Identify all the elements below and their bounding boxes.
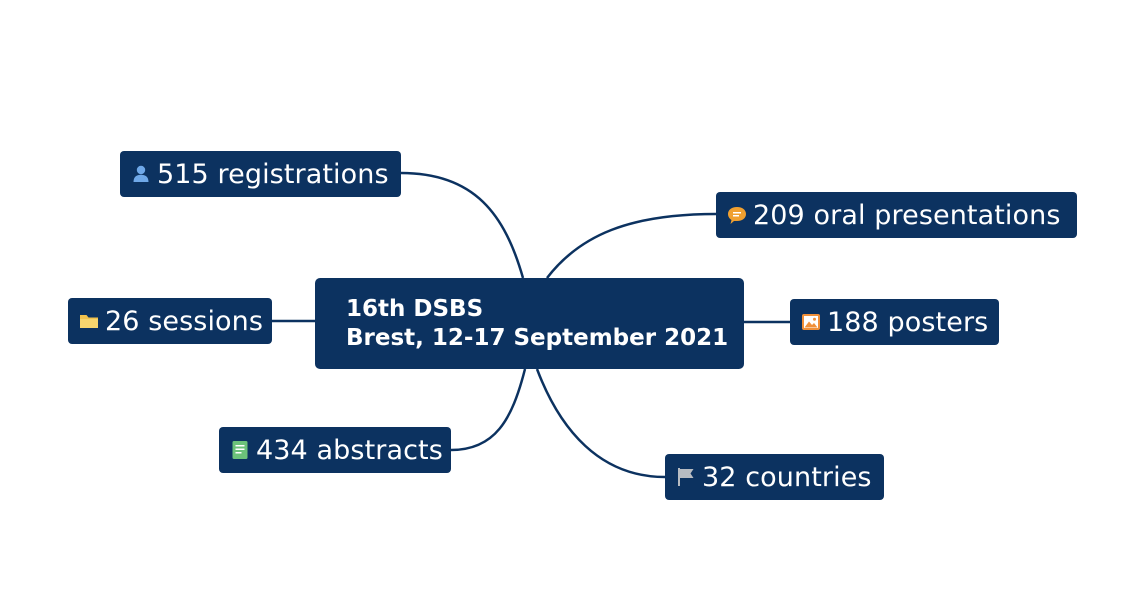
connector-countries — [535, 368, 666, 479]
folder-icon — [78, 310, 100, 332]
topic-label: 188 posters — [827, 306, 989, 338]
topic-abstracts[interactable]: 434 abstracts — [219, 427, 451, 473]
topic-registrations[interactable]: 515 registrations — [120, 151, 401, 197]
central-topic-subtitle: Brest, 12-17 September 2021 — [346, 324, 729, 351]
flag-icon — [675, 466, 697, 488]
topic-label: 209 oral presentations — [753, 199, 1061, 231]
topic-label: 434 abstracts — [256, 434, 443, 466]
central-topic[interactable]: 16th DSBS Brest, 12-17 September 2021 — [315, 278, 744, 369]
document-icon — [229, 439, 251, 461]
image-icon — [800, 311, 822, 333]
connector-registrations — [400, 171, 525, 279]
topic-oral-presentations[interactable]: 209 oral presentations — [716, 192, 1077, 238]
topic-label: 32 countries — [702, 461, 872, 493]
connector-abstracts — [450, 368, 527, 452]
topic-label: 515 registrations — [157, 158, 389, 190]
topic-posters[interactable]: 188 posters — [790, 299, 999, 345]
speech-bubble-icon — [726, 204, 748, 226]
person-icon — [130, 163, 152, 185]
central-topic-title: 16th DSBS — [346, 295, 484, 322]
topic-sessions[interactable]: 26 sessions — [68, 298, 272, 344]
topic-label: 26 sessions — [105, 305, 264, 337]
topic-countries[interactable]: 32 countries — [665, 454, 884, 500]
connector-oral — [546, 212, 717, 279]
